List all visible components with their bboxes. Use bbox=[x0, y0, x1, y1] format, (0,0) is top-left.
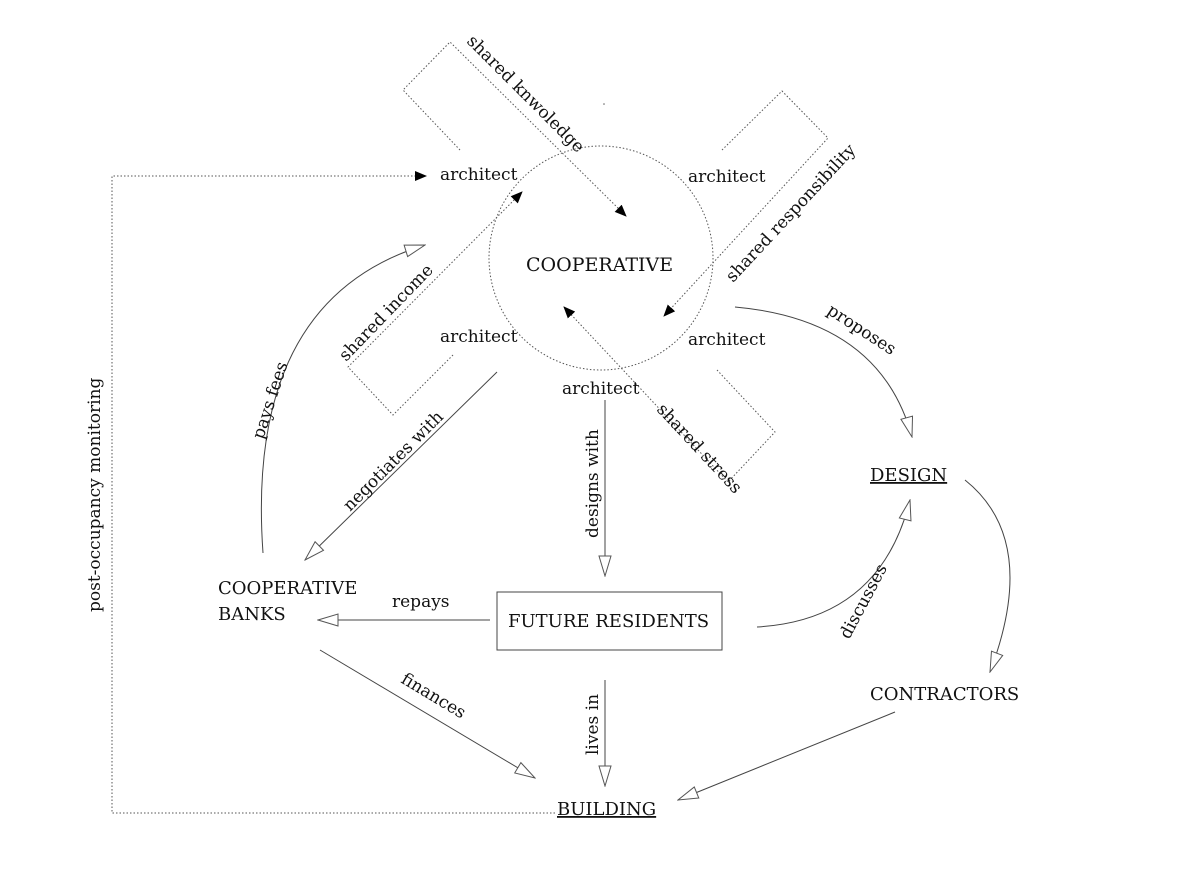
repays-label: repays bbox=[392, 592, 450, 612]
cooperative-circle bbox=[488, 145, 714, 371]
shared-income-label: shared income bbox=[335, 261, 437, 366]
lives-in-label: lives in bbox=[583, 694, 603, 755]
pays-fees-arrow bbox=[260, 245, 425, 554]
proposes-label: proposes bbox=[823, 300, 899, 359]
future-residents-box bbox=[496, 591, 723, 651]
negotiates-with-label: negotiates with bbox=[339, 407, 447, 515]
finances-arrow bbox=[319, 649, 535, 778]
design-node: DESIGN bbox=[870, 465, 947, 486]
post-occupancy-label: post-occupancy monitoring bbox=[85, 378, 105, 612]
shared-responsibility-label: shared responsibility bbox=[722, 140, 860, 286]
architect-bottom-right: architect bbox=[688, 330, 766, 350]
cooperative-label: COOPERATIVE bbox=[526, 254, 673, 276]
architect-bottom: architect bbox=[562, 379, 640, 399]
building-node: BUILDING bbox=[557, 799, 656, 820]
shared-responsibility-connector bbox=[663, 90, 829, 317]
shared-knowledge-label: shared knwoledge bbox=[462, 31, 588, 157]
banks-node-line2: BANKS bbox=[218, 604, 286, 625]
negotiates-with-arrow bbox=[305, 371, 498, 560]
future-residents-node: FUTURE RESIDENTS bbox=[508, 611, 709, 632]
discusses-arrow bbox=[756, 500, 910, 628]
design-to-contractors-arrow bbox=[964, 479, 1011, 672]
shared-stress-label: shared stress bbox=[652, 400, 745, 498]
architect-top-right: architect bbox=[688, 167, 766, 187]
shared-knowledge-connector bbox=[402, 41, 627, 217]
designs-with-label: designs with bbox=[583, 429, 603, 538]
stray-dot bbox=[603, 103, 605, 105]
architect-top-left: architect bbox=[440, 165, 518, 185]
proposes-arrow bbox=[734, 306, 912, 437]
contractors-node: CONTRACTORS bbox=[870, 684, 1019, 705]
contractors-to-building-arrow bbox=[678, 711, 896, 800]
architect-bottom-left: architect bbox=[440, 327, 518, 347]
post-occupancy-connector bbox=[111, 171, 555, 814]
shared-income-connector bbox=[347, 191, 523, 416]
banks-node-line1: COOPERATIVE bbox=[218, 578, 357, 599]
finances-label: finances bbox=[397, 669, 469, 723]
pays-fees-label: pays fees bbox=[249, 359, 293, 441]
shared-stress-connector bbox=[563, 306, 776, 483]
